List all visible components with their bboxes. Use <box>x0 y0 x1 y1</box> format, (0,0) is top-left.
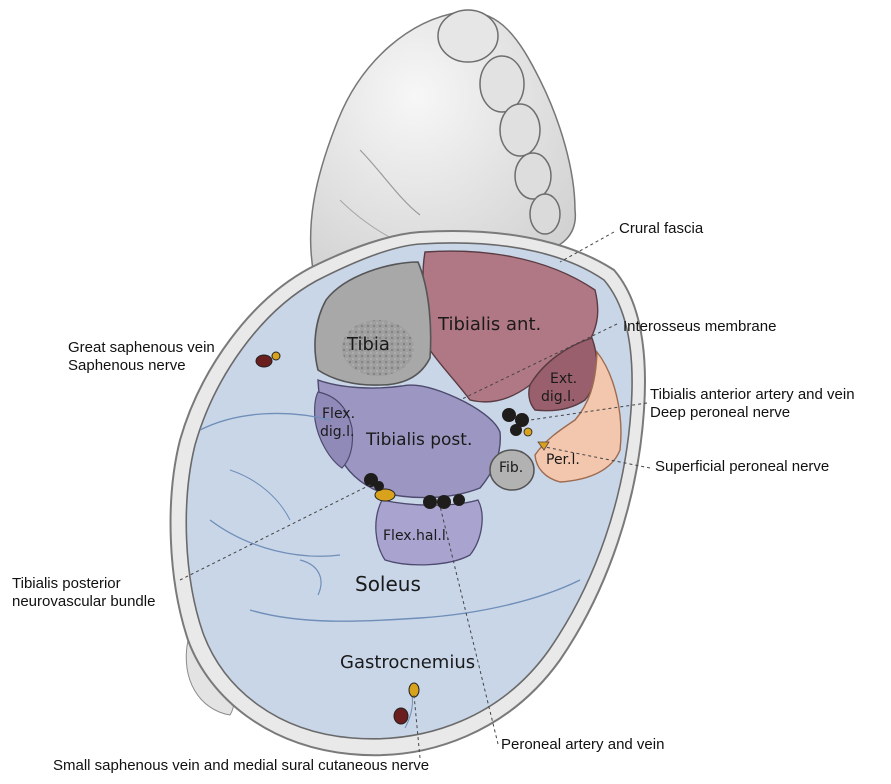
saphenous-nerve-label: Saphenous nerve <box>68 357 186 375</box>
flex-dig-label-2: dig.l. <box>320 424 354 440</box>
small-saphenous-label: Small saphenous vein and medial sural cu… <box>53 757 429 775</box>
tibialis-anterior-artery-vein-label: Tibialis anterior artery and vein <box>650 386 855 404</box>
tibialis-post-label: Tibialis post. <box>365 430 472 450</box>
flex-hal-label: Flex.hal.l. <box>383 528 450 544</box>
tibia-label: Tibia <box>346 334 390 355</box>
crural-fascia-label: Crural fascia <box>619 220 703 238</box>
great-saphenous-vein-label: Great saphenous vein <box>68 339 215 357</box>
deep-peroneal-nerve-label: Deep peroneal nerve <box>650 404 790 422</box>
tibialis-ant-label: Tibialis ant. <box>437 314 541 335</box>
per-l-label: Per.l. <box>546 452 580 468</box>
ext-dig-label-2: dig.l. <box>541 389 575 405</box>
peroneal-artery-vein-label: Peroneal artery and vein <box>501 736 664 754</box>
superficial-peroneal-nerve-label: Superficial peroneal nerve <box>655 458 829 476</box>
gastrocnemius-label: Gastrocnemius <box>340 652 475 673</box>
tibialis-posterior-nvb-label-1: Tibialis posterior <box>12 575 121 593</box>
soleus-label: Soleus <box>355 572 421 596</box>
flex-dig-label-1: Flex. <box>322 406 355 422</box>
ext-dig-label-1: Ext. <box>550 371 577 387</box>
tibialis-posterior-nvb-label-2: neurovascular bundle <box>12 593 155 611</box>
leg-cross-section: Tibia Tibialis ant. Ext. dig.l. Flex. di… <box>171 231 645 755</box>
fib-label: Fib. <box>499 460 523 476</box>
interosseus-membrane-label: Interosseus membrane <box>623 318 776 336</box>
